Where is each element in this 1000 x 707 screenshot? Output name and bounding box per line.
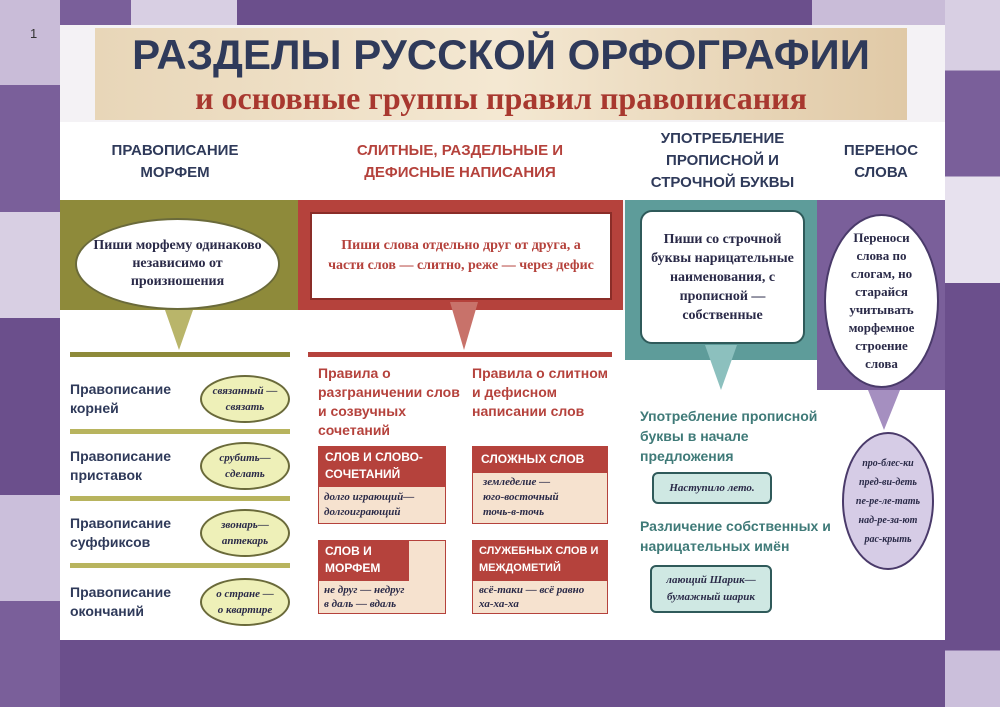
right-border bbox=[945, 0, 1000, 707]
top-border bbox=[60, 0, 945, 25]
page-number: 1 bbox=[30, 26, 38, 41]
rule-joint-writing: Пиши слова отдельно друг от друга, а час… bbox=[310, 212, 612, 300]
item-label: Правописание корней bbox=[70, 380, 172, 416]
hyphenation-examples-oval: про-блес-ки пред-ви-деть пе-ре-ле-тать н… bbox=[842, 432, 934, 570]
example-box: Наступило лето. bbox=[652, 472, 772, 504]
rule-morphemes: Пиши морфему одинаково независимо от про… bbox=[75, 218, 280, 310]
rule-box: СЛУЖЕБНЫХ СЛОВ И МЕЖДОМЕТИЙ всё-таки — в… bbox=[472, 540, 608, 614]
title-banner bbox=[95, 28, 907, 120]
subheading-right: Правила о слитном и дефисном написании с… bbox=[472, 365, 608, 419]
page-title: РАЗДЕЛЫ РУССКОЙ ОРФОГРАФИИ bbox=[132, 31, 870, 78]
example-oval: звонарь—аптекарь bbox=[200, 508, 290, 557]
capitals-item-label: Употребление прописной буквы в начале пр… bbox=[640, 408, 818, 464]
item-label: Правописание приставок bbox=[70, 447, 172, 483]
example-oval: срубить—сделать bbox=[200, 441, 290, 490]
list-item: Правописание корней связанный —связать bbox=[70, 368, 290, 434]
example-oval: связанный —связать bbox=[200, 374, 290, 423]
morpheme-list: Правописание корней связанный —связать П… bbox=[70, 368, 290, 635]
column-header-capitals: УПОТРЕБЛЕНИЕ ПРОПИСНОЙ И СТРОЧНОЙ БУКВЫ bbox=[650, 130, 795, 191]
column-header-morphemes: ПРАВОПИСАНИЕ МОРФЕМ bbox=[111, 142, 239, 181]
bottom-border bbox=[60, 640, 945, 707]
rule-capitals: Пиши со строчной буквы нарицательные наи… bbox=[640, 210, 805, 344]
list-item: Правописание суффиксов звонарь—аптекарь bbox=[70, 502, 290, 568]
arrow-down-icon bbox=[165, 310, 193, 350]
left-border bbox=[0, 0, 60, 707]
column-header-hyphenation: ПЕРЕНОС СЛОВА bbox=[843, 142, 919, 181]
list-item: Правописание приставок срубить—сделать bbox=[70, 435, 290, 501]
item-label: Правописание окончаний bbox=[70, 584, 172, 619]
arrow-down-icon bbox=[868, 390, 900, 430]
divider bbox=[70, 352, 290, 357]
rule-hyphenation: Переноси слова по слогам, но старайся уч… bbox=[824, 214, 939, 388]
header-row bbox=[60, 122, 945, 200]
example-box: лающий Шарик—бумажный шарик bbox=[650, 565, 772, 613]
page-subtitle: и основные группы правил правописания bbox=[195, 80, 807, 116]
capitals-item-label: Различение собственных и нарицательных и… bbox=[640, 518, 831, 554]
list-item: Правописание окончаний о стране —о кварт… bbox=[70, 569, 290, 635]
column-header-joint-writing: СЛИТНЫЕ, РАЗДЕЛЬНЫЕ И ДЕФИСНЫЕ НАПИСАНИЯ bbox=[356, 142, 564, 181]
subheading-left: Правила о разграничении слов и созвучных… bbox=[318, 365, 460, 438]
arrow-down-icon bbox=[450, 302, 478, 350]
divider bbox=[308, 352, 612, 357]
rule-box: СЛОВ И СЛОВО-СОЧЕТАНИЙ долго играющий—до… bbox=[318, 446, 446, 524]
arrow-down-icon bbox=[705, 345, 737, 390]
item-label: Правописание суффиксов bbox=[70, 514, 172, 550]
example-oval: о стране —о квартире bbox=[200, 578, 290, 626]
